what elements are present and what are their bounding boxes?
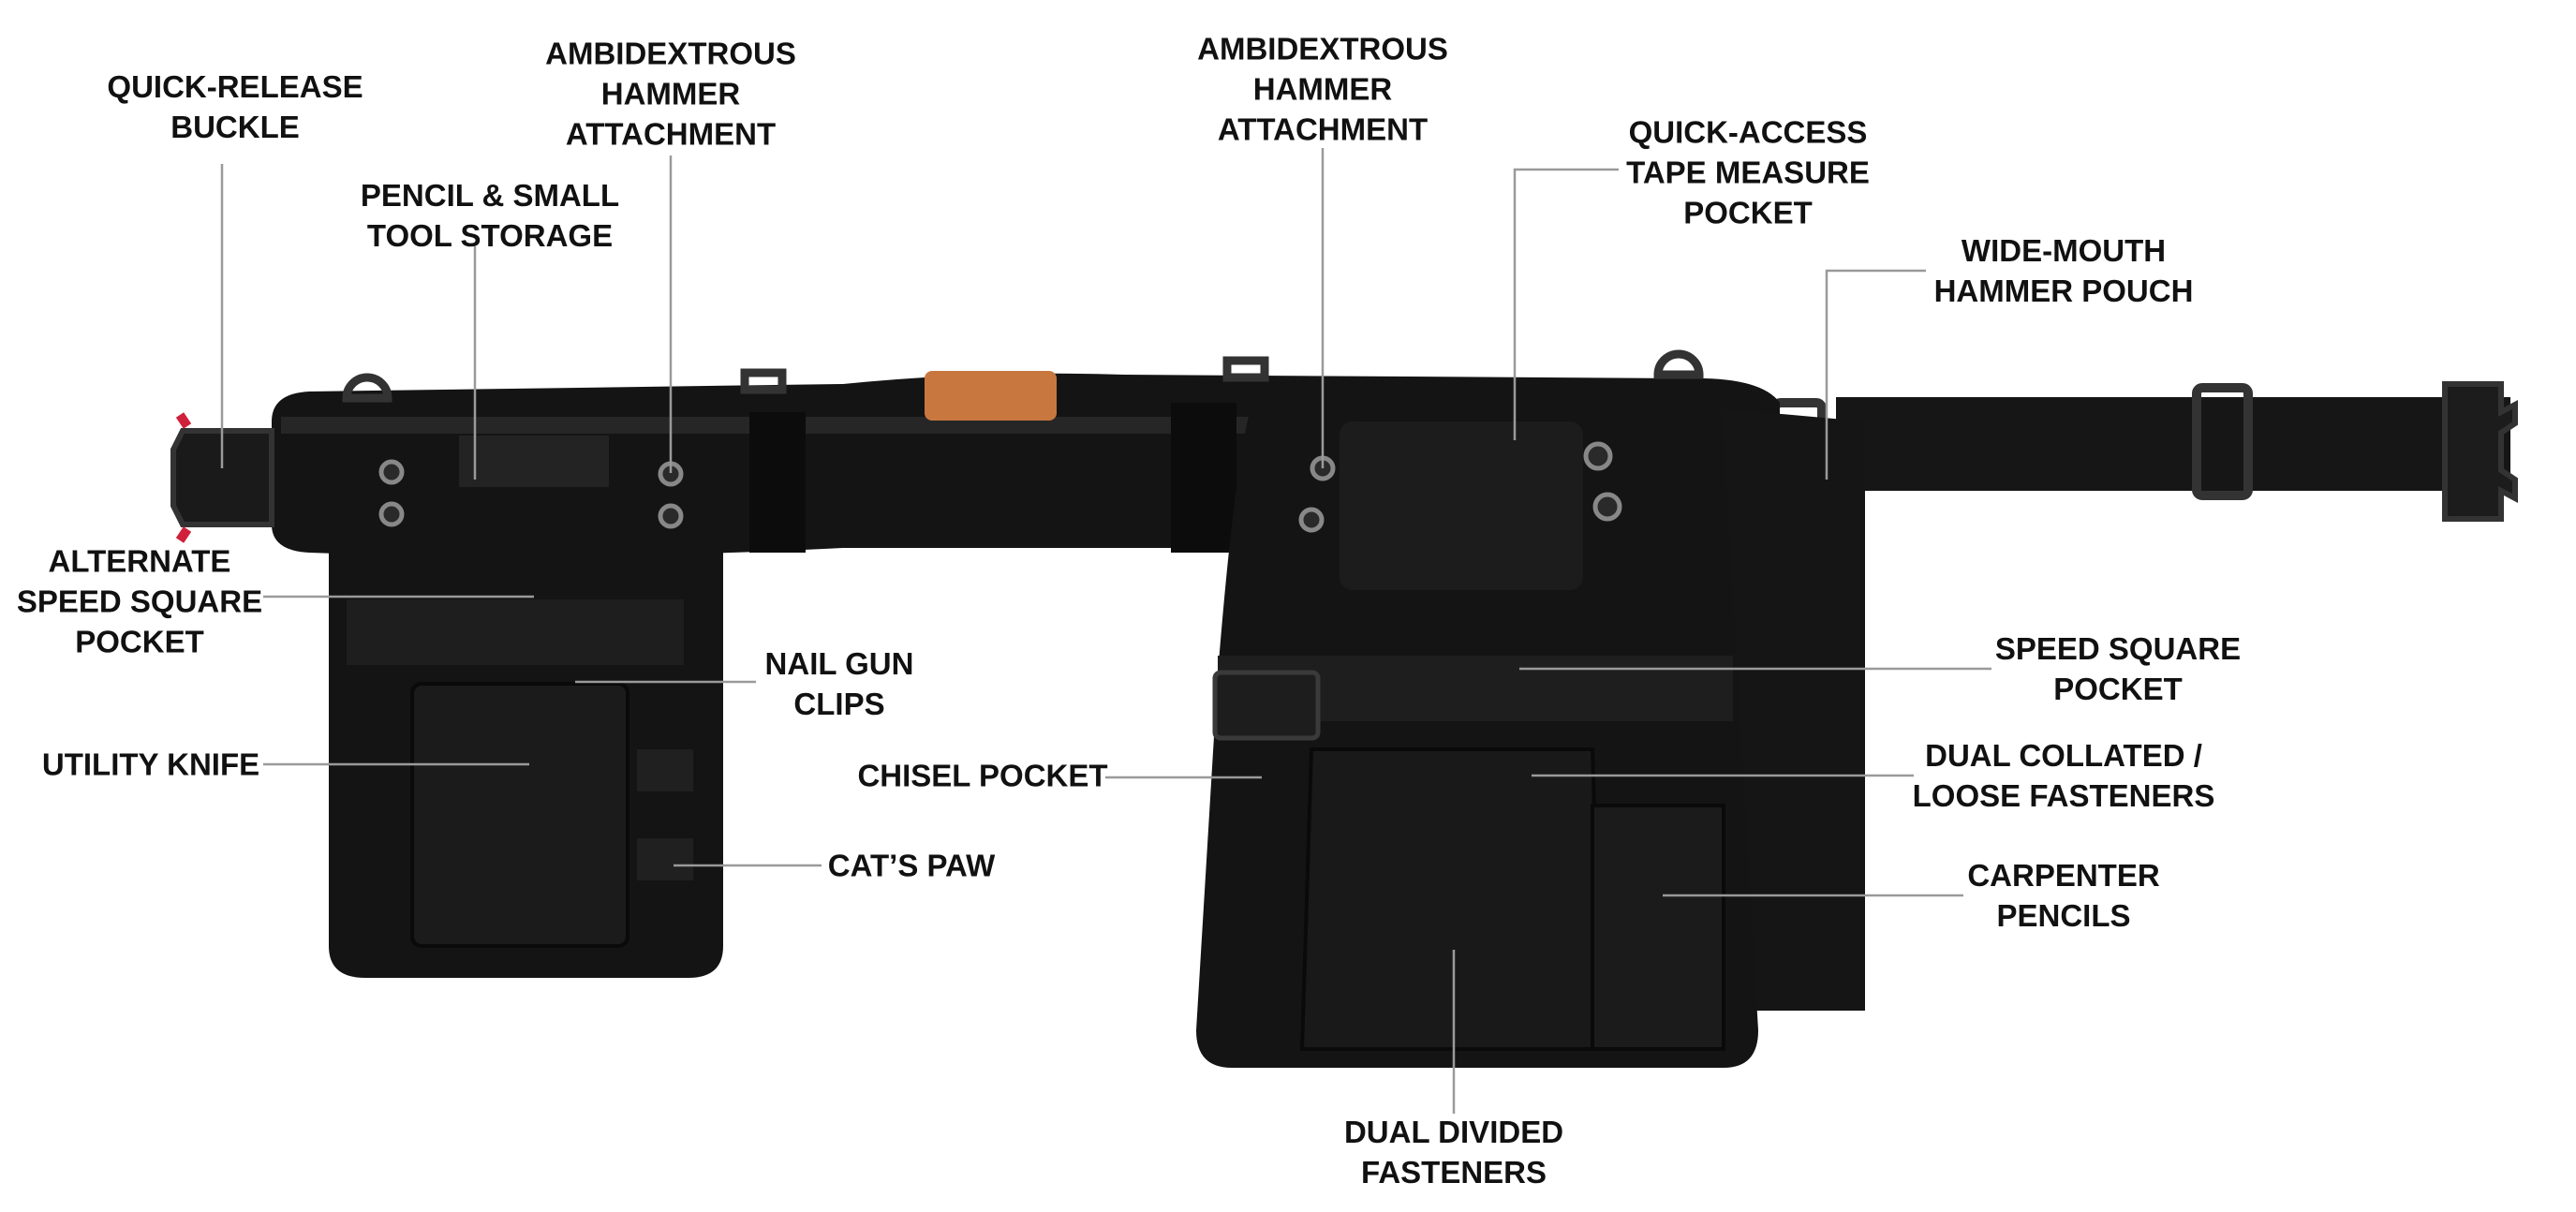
- leather-logo-patch: [925, 371, 1057, 421]
- chisel-holder: [1212, 670, 1321, 741]
- label-utility-knife: UTILITY KNIFE: [41, 746, 260, 782]
- d-ring-icons: [342, 349, 1704, 403]
- buckle-end-icon: [2442, 381, 2518, 522]
- strap-slider-icon: [2192, 383, 2253, 500]
- belt-strap: [1770, 381, 2518, 522]
- label-chisel-pocket: CHISEL POCKET: [857, 758, 1108, 793]
- label-dual-collated: DUAL COLLATED /LOOSE FASTENERS: [1912, 738, 2215, 813]
- label-cats-paw: CAT’S PAW: [827, 848, 996, 883]
- grommet-icons: [378, 441, 1622, 533]
- leader-lines: [220, 148, 1991, 1114]
- right-pouch: [1196, 394, 1758, 1068]
- quick-release-buckle-icon: [170, 412, 274, 543]
